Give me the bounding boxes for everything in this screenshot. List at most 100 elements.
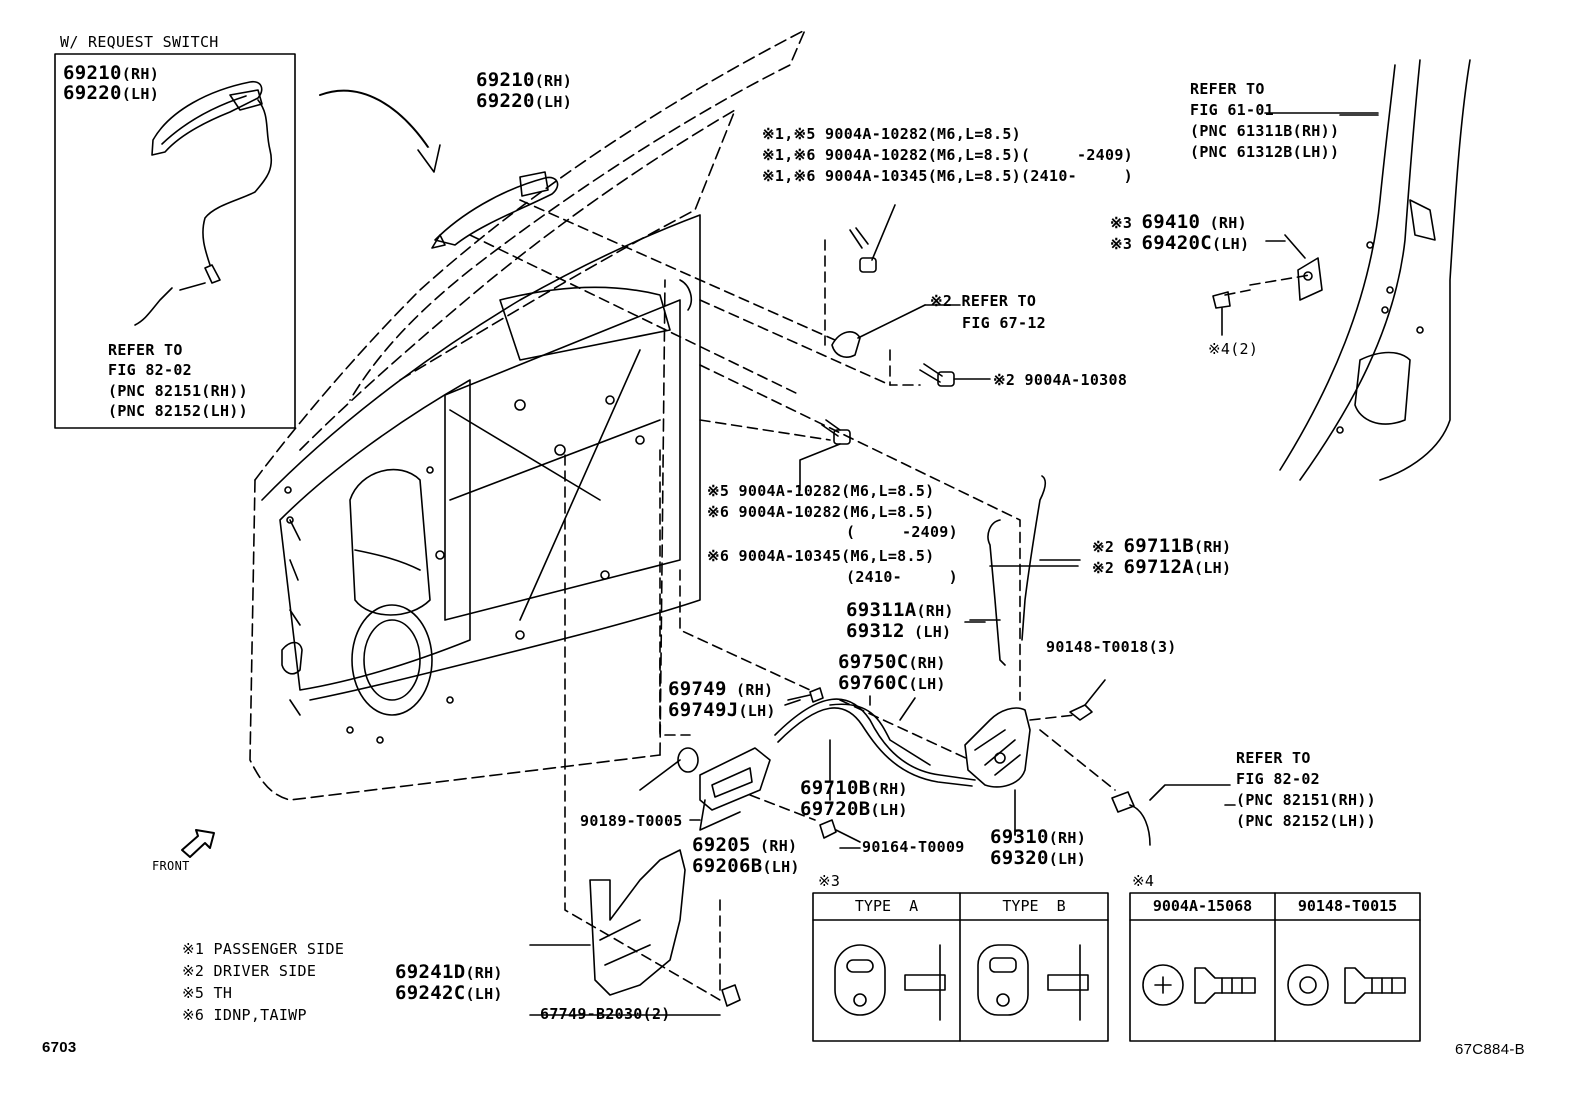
lock-sfx-1: (RH) [1048, 829, 1087, 847]
clip-90148-label: 90148-T0018(3) [1046, 638, 1177, 656]
refer-82-02-right-line-1: REFER TO [1236, 749, 1311, 767]
legend-item-4: ※6 IDNP,TAIWP [182, 1006, 307, 1024]
refer-67-12-line-1: ※2 REFER TO [930, 292, 1037, 310]
cover-pn-1: 69241D [395, 961, 466, 983]
striker-type-b-icon [977, 944, 1029, 1016]
p749-sfx-2: (LH) [738, 702, 776, 720]
footer-right-code: 67C884-B [1455, 1041, 1525, 1058]
inset-pn-lh: 69220 [63, 82, 122, 104]
handle-part-69220: 69220(LH) [476, 91, 572, 112]
striker-mark-2: ※3 [1110, 235, 1133, 253]
handle-pn-rh: 69210 [476, 69, 535, 91]
cover-69241d: 69241D(RH) [395, 962, 503, 983]
handle-pn-lh: 69220 [476, 90, 535, 112]
rod-711-mark-1: ※2 [1092, 538, 1115, 556]
striker-type-a-icon [834, 944, 886, 1016]
clip-90148-illustration [1069, 679, 1106, 721]
legend-item-2: ※2 DRIVER SIDE [182, 962, 317, 980]
table3-col-b: TYPE B [1002, 897, 1066, 915]
rod-69311-part: 69311A(RH) [846, 600, 954, 621]
cover-sfx-2: (LH) [465, 985, 503, 1003]
inner-handle-69206b: 69206B(LH) [692, 856, 800, 877]
bolt-top-line-3: ※1,※6 9004A-10345(M6,L=8.5)(2410- ) [762, 167, 1133, 185]
table4-col-b: 90148-T0015 [1297, 897, 1398, 915]
bolt-mid-line-1: ※5 9004A-10282(M6,L=8.5) [707, 482, 935, 500]
leader-dashes [469, 199, 1311, 1001]
clip-67749-illustration [721, 984, 741, 1007]
inner-handle-sfx-1: (RH) [750, 837, 798, 855]
handle-part-69210: 69210(RH) [476, 70, 572, 91]
cable-69710-illustration [774, 698, 976, 787]
striker-screw-label: ※4(2) [1208, 340, 1259, 358]
curved-arrow [319, 89, 441, 173]
bolt-10308-illustration [919, 363, 991, 387]
inset-box [54, 53, 296, 429]
cable-69720-part: 69720B(LH) [800, 799, 908, 820]
table3-col-a: TYPE A [854, 897, 919, 915]
screw-90164-label: 90164-T0009 [862, 838, 965, 856]
inner-handle-pn-2: 69206B [692, 855, 763, 877]
clip-90189-label: 90189-T0005 [580, 812, 683, 830]
inset-pn-rh-suffix: (RH) [121, 65, 160, 83]
part-69749-rh: 69749 (RH) [668, 679, 773, 700]
rod-69311-illustration [969, 519, 1006, 666]
bolt-mid-line-2: ※6 9004A-10282(M6,L=8.5) [707, 503, 935, 521]
table4-mark: ※4 [1132, 872, 1155, 890]
rod-711-mark-2: ※2 [1092, 559, 1115, 577]
legend-item-3: ※5 TH [182, 984, 233, 1002]
refer-82-02-right-line-3: (PNC 82151(RH)) [1236, 791, 1376, 809]
front-label: FRONT [152, 859, 190, 873]
bolt-top-line-1: ※1,※5 9004A-10282(M6,L=8.5) [762, 125, 1022, 143]
table3-mark: ※3 [818, 872, 841, 890]
handle-pn-lh-suffix: (LH) [534, 93, 573, 111]
clip-90189-illustration [639, 747, 699, 791]
phillips-head-icon [1142, 964, 1184, 1006]
inset-refer-line-4: (PNC 82152(LH)) [108, 402, 248, 420]
screw-90164-illustration [819, 819, 861, 843]
rod-311-sfx-1: (RH) [916, 602, 954, 620]
inset-outer-handle-illustration [134, 80, 273, 326]
p749-pn-2: 69749J [668, 699, 739, 721]
pillar-illustration [1279, 59, 1471, 481]
striker-pn-1: 69410 [1141, 211, 1201, 233]
inset-part-69210: 69210(RH) [63, 63, 159, 84]
striker-sfx-1: (RH) [1209, 214, 1247, 232]
refer-67-12-line-2: FIG 67-12 [962, 314, 1046, 332]
rod-711-sfx-1: (RH) [1193, 538, 1232, 556]
cover-69242c: 69242C(LH) [395, 983, 503, 1004]
cable-710-sfx-2: (LH) [870, 801, 908, 819]
striker-mark-1: ※3 [1110, 214, 1133, 232]
cable-710-sfx-1: (RH) [870, 780, 908, 798]
cable-69750-part: 69750C(RH) [838, 652, 946, 673]
bolt-mid-illustration [799, 419, 851, 491]
striker-part-lh: ※3 69420C(LH) [1110, 233, 1249, 254]
rod-69711-part: ※2 69711B(RH) [1092, 536, 1231, 557]
inset-refer-line-3: (PNC 82151(RH)) [108, 382, 248, 400]
refer-82-02-right-line-4: (PNC 82152(LH)) [1236, 812, 1376, 830]
part-69749j-lh: 69749J(LH) [668, 700, 776, 721]
inset-part-69220: 69220(LH) [63, 83, 159, 104]
type-table-illustration [812, 892, 1109, 1042]
cable-750-sfx-1: (RH) [908, 654, 946, 672]
legend-item-1: ※1 PASSENGER SIDE [182, 940, 345, 958]
inset-pn-rh: 69210 [63, 62, 122, 84]
striker-part-rh: ※3 69410 (RH) [1110, 212, 1247, 233]
lock-pn-2: 69320 [990, 847, 1049, 869]
bolt-top-illustration [849, 204, 896, 273]
phillips-screw-side-icon [1194, 967, 1256, 1004]
front-arrow-icon [181, 829, 215, 858]
bolt-top-line-2: ※1,※6 9004A-10282(M6,L=8.5)( -2409) [762, 146, 1133, 164]
screw-striker-illustration [1212, 291, 1231, 336]
rod-69711-illustration [1021, 475, 1081, 641]
handle-pn-rh-suffix: (RH) [534, 72, 573, 90]
cable-750-pn-1: 69750C [838, 651, 909, 673]
inset-refer-line-2: FIG 82-02 [108, 361, 192, 379]
cover-sfx-1: (RH) [465, 964, 503, 982]
bolt-mid-line-5: (2410- ) [846, 568, 958, 586]
striker-pn-2: 69420C [1141, 232, 1212, 254]
refer-61-01-line-4: (PNC 61312B(LH)) [1190, 143, 1340, 161]
cable-750-sfx-2: (LH) [908, 675, 946, 693]
screw-table-illustration [1129, 892, 1421, 1042]
